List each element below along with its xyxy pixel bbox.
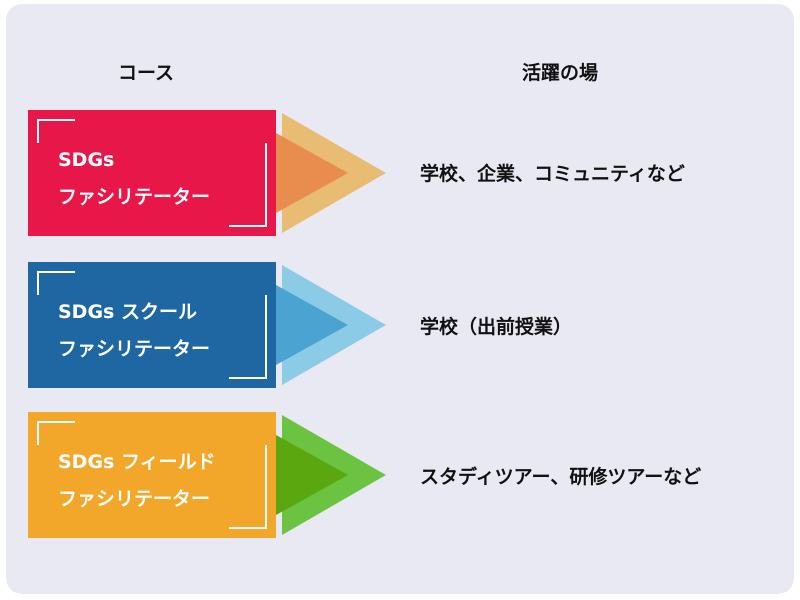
arrow-inner-shape (276, 435, 348, 515)
arrow-row-2 (276, 265, 386, 385)
course-label-line1: SDGs フィールド (58, 451, 216, 473)
corner-bracket-top-left (37, 271, 75, 295)
arrow-row-1 (276, 113, 386, 233)
corner-bracket-bottom-right (229, 143, 267, 227)
course-header: コース (118, 62, 175, 84)
course-label: SDGs スクール ファシリテーター (58, 294, 210, 368)
course-label-line1: SDGs スクール (58, 301, 197, 323)
course-label-line2: ファシリテーター (58, 338, 211, 360)
corner-bracket-bottom-right (229, 295, 267, 379)
corner-bracket-top-left (37, 119, 75, 143)
course-label-line2: ファシリテーター (58, 186, 211, 208)
corner-bracket-bottom-right (229, 445, 267, 529)
course-label: SDGs ファシリテーター (58, 142, 210, 216)
role-label-row-3: スタディツアー、研修ツアーなど (420, 466, 702, 488)
course-box-sdgs-facilitator: SDGs ファシリテーター (28, 110, 276, 236)
corner-bracket-top-left (37, 421, 75, 445)
role-header: 活躍の場 (522, 62, 599, 84)
course-box-sdgs-school-facilitator: SDGs スクール ファシリテーター (28, 262, 276, 388)
arrow-row-3 (276, 415, 386, 535)
role-label-row-2: 学校（出前授業） (420, 316, 573, 338)
course-label-line2: ファシリテーター (58, 488, 211, 510)
arrow-inner-shape (276, 285, 348, 365)
course-box-sdgs-field-facilitator: SDGs フィールド ファシリテーター (28, 412, 276, 538)
course-label: SDGs フィールド ファシリテーター (58, 444, 216, 518)
arrow-inner-shape (276, 133, 348, 213)
role-label-row-1: 学校、企業、コミュニティなど (420, 163, 685, 185)
course-label-line1: SDGs (58, 149, 115, 171)
